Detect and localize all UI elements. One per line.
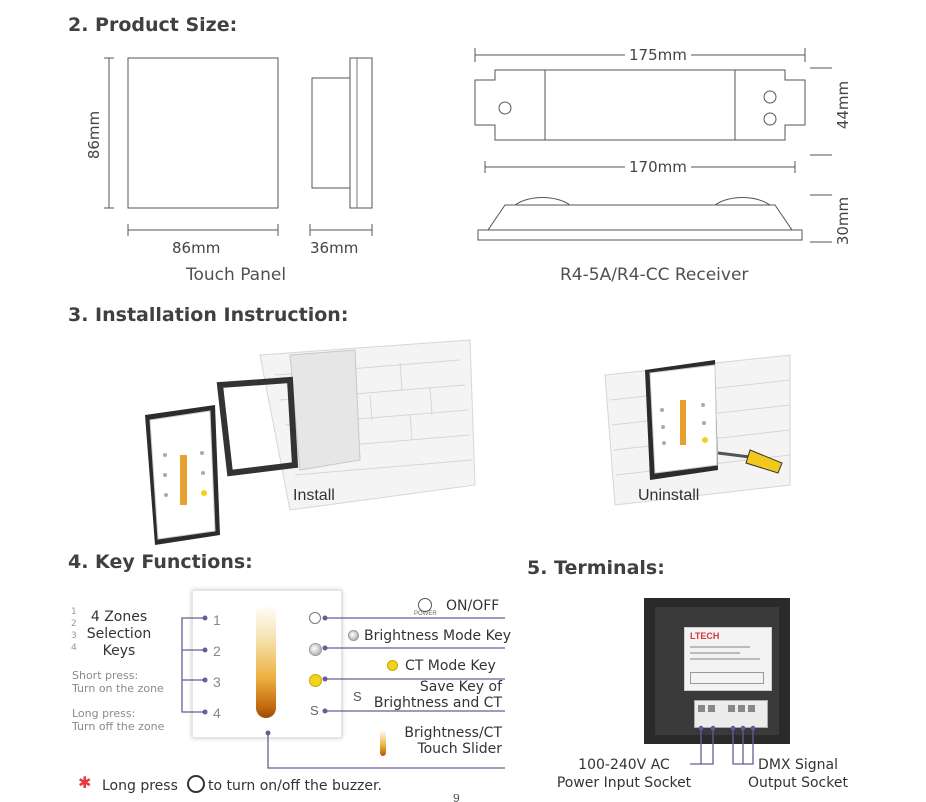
brightness-ct-touch-slider[interactable] (256, 604, 276, 718)
receiver-caption: R4-5A/R4-CC Receiver (560, 265, 749, 285)
panel-depth-label: 36mm (310, 239, 359, 257)
sticker-box (690, 672, 764, 684)
zone-1-key[interactable]: 1 (213, 612, 221, 628)
sticker-line (690, 646, 750, 648)
note-buzzer-text: to turn on/off the buzzer. (208, 778, 382, 794)
install-label: Install (293, 487, 335, 504)
section-title-key-functions: 4. Key Functions: (68, 551, 253, 573)
zone-3-key[interactable]: 3 (213, 674, 221, 690)
ct-icon (387, 660, 398, 671)
ct-mode-key-label: CT Mode Key (405, 658, 496, 674)
terminal-screws (698, 705, 755, 712)
terminal-block (694, 700, 768, 728)
touch-slider-label: Brightness/CT Touch Slider (404, 725, 502, 757)
short-press-label: Short press: Turn on the zone (72, 669, 164, 695)
save-icon: S (353, 689, 362, 704)
sticker-line (690, 658, 760, 660)
note-star-icon: ✱ (78, 775, 92, 792)
on-off-label: ON/OFF (446, 598, 500, 614)
save-key[interactable]: S (310, 703, 319, 718)
zone-4-key[interactable]: 4 (213, 705, 221, 721)
sticker-line (690, 652, 740, 654)
brightness-icon (348, 630, 359, 641)
section-title-product-size: 2. Product Size: (68, 14, 238, 36)
section-title-terminals: 5. Terminals: (527, 557, 665, 579)
touch-panel-front-drawing (104, 57, 279, 236)
power-icon-note (187, 775, 205, 793)
receiver-side-drawing (477, 194, 832, 243)
ct-mode-key-icon[interactable] (309, 674, 322, 687)
power-input-socket-label: 100-240V AC Power Input Socket (556, 757, 692, 791)
touch-panel-caption: Touch Panel (186, 265, 287, 285)
long-press-label: Long press: Turn off the zone (72, 707, 165, 733)
note-long-press-text: Long press (102, 778, 178, 794)
save-key-label: Save Key of Brightness and CT (373, 679, 502, 711)
zones-selection-keys-label: 4 Zones Selection Keys (86, 609, 152, 659)
brightness-mode-key-label: Brightness Mode Key (364, 628, 511, 644)
dmx-output-socket-label: DMX Signal Output Socket (748, 757, 848, 791)
brightness-mode-key-icon[interactable] (309, 643, 322, 656)
power-key-icon[interactable] (309, 612, 321, 624)
panel-width-label: 86mm (172, 239, 221, 257)
install-illustration (145, 339, 476, 545)
power-small-label: POWER (414, 611, 437, 617)
brand-logo: LTECH (690, 631, 720, 641)
page-number: 9 (453, 794, 460, 802)
uninstall-label: Uninstall (638, 487, 700, 504)
touch-panel-side-drawing (309, 57, 373, 236)
zone-number-legend: 1 2 3 4 (71, 607, 77, 653)
slider-icon (380, 730, 386, 756)
receiver-length-label: 175mm (625, 46, 691, 64)
section-title-installation: 3. Installation Instruction: (68, 304, 349, 326)
power-icon (418, 598, 432, 612)
zone-2-key[interactable]: 2 (213, 643, 221, 659)
uninstall-illustration (604, 354, 791, 506)
receiver-inner-length-label: 170mm (625, 158, 691, 176)
